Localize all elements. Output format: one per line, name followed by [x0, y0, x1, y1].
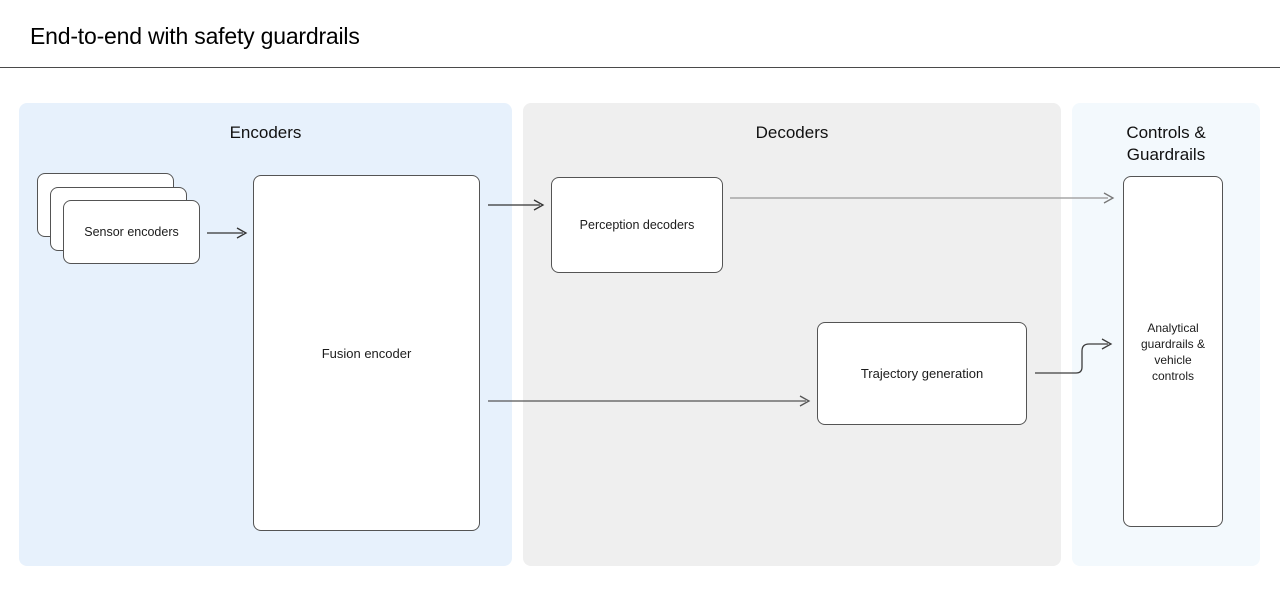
panel-decoders-label: Decoders — [755, 123, 829, 142]
panel-controls-guardrails-label: Controls & Guardrails — [1126, 123, 1206, 164]
page-title: End-to-end with safety guardrails — [30, 23, 360, 49]
node-analytical-guardrails-label: Analytical guardrails & vehicle controls — [1140, 320, 1206, 383]
node-sensor-encoders-label: Sensor encoders — [84, 225, 179, 239]
panel-decoders: Decoders Perception decoders Trajectory … — [523, 103, 1061, 566]
node-trajectory-generation: Trajectory generation — [817, 322, 1027, 425]
panel-controls-guardrails: Controls & Guardrails Analytical guardra… — [1072, 103, 1260, 566]
node-fusion-encoder-label: Fusion encoder — [321, 345, 412, 361]
node-trajectory-generation-label: Trajectory generation — [860, 366, 984, 381]
panel-encoders-label: Encoders — [229, 123, 302, 142]
node-fusion-encoder: Fusion encoder — [253, 175, 480, 531]
node-analytical-guardrails: Analytical guardrails & vehicle controls — [1123, 176, 1223, 527]
node-sensor-encoders: Sensor encoders — [63, 200, 200, 264]
node-perception-decoders-label: Perception decoders — [579, 218, 695, 232]
title-divider — [0, 67, 1280, 68]
panel-encoders: Encoders Sensor encoders Fusion encoder — [19, 103, 512, 566]
node-perception-decoders: Perception decoders — [551, 177, 723, 273]
